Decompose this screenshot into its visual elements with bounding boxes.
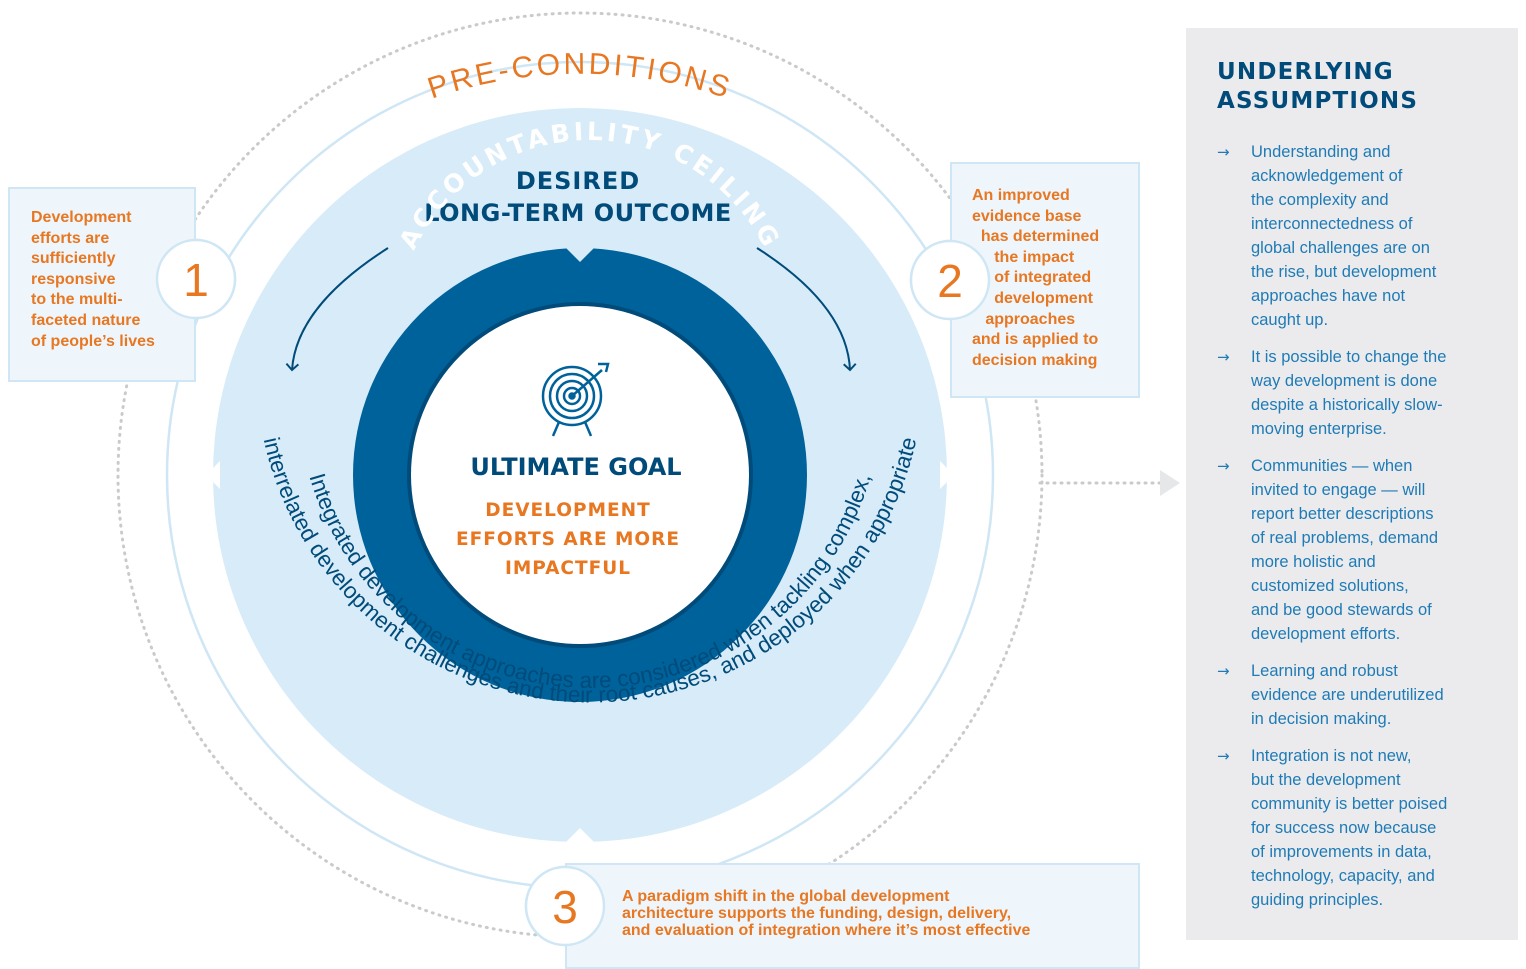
assumption-text-line: Understanding and <box>1251 143 1391 161</box>
precondition-2-text-line: and is applied to <box>972 331 1099 349</box>
ultimate-goal-title: ULTIMATE GOAL <box>470 453 681 481</box>
assumption-text-line: of improvements in data, <box>1251 843 1432 861</box>
precondition-1-text-line: to the multi- <box>31 291 123 309</box>
precondition-2-text-line: evidence base <box>972 207 1082 225</box>
precondition-1-text-line: Development <box>31 209 132 226</box>
arrow-right-icon: → <box>1217 457 1230 475</box>
assumption-item: → Integration is not new, but the developm… <box>1217 744 1518 912</box>
assumption-text-line: acknowledgement of <box>1251 167 1403 185</box>
assumption-text-line: the rise, but development <box>1251 263 1437 281</box>
precondition-1-text-line: responsive <box>31 270 116 288</box>
precondition-3-number-overlay: 3 <box>552 881 578 933</box>
precondition-3-text-line: and evaluation of integration where it’s… <box>622 922 1031 939</box>
assumption-text-line: interconnectedness of <box>1251 215 1413 233</box>
arrow-right-icon: → <box>1217 143 1230 161</box>
ultimate-goal-line: EFFORTS ARE MORE <box>456 529 680 550</box>
diagram-canvas: PRE-CONDITIONS DESIRED LONG-TERM OUTCOME… <box>116 11 1180 947</box>
assumptions-title: UNDERLYING ASSUMPTIONS <box>1217 58 1518 116</box>
arrow-right-icon: → <box>1217 662 1230 680</box>
assumptions-title-line1: UNDERLYING <box>1217 59 1394 85</box>
precondition-3-marker-overlay: 3 <box>524 865 606 947</box>
assumption-text-line: Learning and robust <box>1251 662 1398 680</box>
outcome-arrow-left <box>285 247 389 372</box>
assumption-text-line: Communities — when <box>1251 457 1413 475</box>
precondition-2-text-line: the impact <box>972 248 1075 266</box>
precondition-2-text-line: An improved <box>972 187 1070 204</box>
arrow-right-icon: → <box>1217 747 1230 765</box>
assumption-text-line: more holistic and <box>1251 553 1376 571</box>
assumption-item: → Learning and robust evidence are underut… <box>1217 659 1518 731</box>
precondition-2-text-line: approaches <box>972 310 1076 328</box>
assumption-text-line: customized solutions, <box>1251 577 1409 595</box>
precondition-1-marker-overlay: 1 <box>155 238 237 320</box>
assumption-item: → It is possible to change the way develop… <box>1217 345 1518 441</box>
assumption-text-line: invited to engage — will <box>1251 481 1426 499</box>
precondition-3-text-line: architecture supports the funding, desig… <box>622 905 1012 922</box>
assumption-text-line: of real problems, demand <box>1251 529 1439 547</box>
assumption-text-line: technology, capacity, and <box>1251 867 1435 885</box>
assumption-text-line: report better descriptions <box>1251 505 1434 523</box>
precondition-1-text-line: efforts are <box>31 229 110 247</box>
assumption-text-line: global challenges are on <box>1251 239 1430 257</box>
assumption-text-line: and be good stewards of <box>1251 601 1432 619</box>
precondition-2-text-line: development <box>972 289 1093 307</box>
ultimate-goal-core <box>407 302 753 648</box>
outcome-notch-left <box>206 461 220 489</box>
outcome-arrow-right <box>756 247 857 372</box>
target-icon <box>541 362 610 437</box>
precondition-1-text-line: sufficiently <box>31 250 116 268</box>
outcome-notch-bottom <box>566 828 594 842</box>
preconditions-label: PRE-CONDITIONS <box>424 48 737 106</box>
precondition-2-number-overlay: 2 <box>937 255 963 307</box>
assumptions-list: → Understanding and acknowledgement of the … <box>1217 140 1518 912</box>
assumption-text-line: evidence are underutilized <box>1251 686 1444 704</box>
assumption-text-line: caught up. <box>1251 311 1329 329</box>
ultimate-goal-line: DEVELOPMENT <box>485 500 651 521</box>
assumption-item: → Communities — when invited to engage — w… <box>1217 454 1518 646</box>
connector-arrow-icon <box>1160 470 1180 496</box>
assumption-item: → Understanding and acknowledgement of the … <box>1217 140 1518 332</box>
assumption-text-line: for success now because <box>1251 819 1437 837</box>
desired-outcome-title-line2: LONG-TERM OUTCOME <box>424 199 732 227</box>
precondition-3-box: A paradigm shift in the global developme… <box>565 863 1140 969</box>
assumption-text-line: development efforts. <box>1251 625 1401 643</box>
desired-outcome-title-line1: DESIRED <box>516 167 640 195</box>
precondition-1-text-line: of people’s lives <box>31 332 155 350</box>
underlying-assumptions-panel: UNDERLYING ASSUMPTIONS → Understanding an… <box>1186 28 1518 940</box>
assumption-text-line: way development is done <box>1251 372 1438 390</box>
outcome-notch-right <box>940 461 954 489</box>
precondition-2-text-line: of integrated <box>972 269 1092 287</box>
ultimate-goal-line: IMPACTFUL <box>505 558 631 579</box>
precondition-2-text-line: decision making <box>972 351 1098 369</box>
assumption-text-line: the complexity and <box>1251 191 1389 209</box>
outer-dotted-ring <box>116 11 1044 939</box>
precondition-3-text-line: A paradigm shift in the global developme… <box>622 888 950 905</box>
assumption-text-line: but the development <box>1251 771 1401 789</box>
precondition-2-text-line: has determined <box>972 228 1100 246</box>
ring-notch <box>566 248 594 262</box>
assumption-text-line: It is possible to change the <box>1251 348 1447 366</box>
assumptions-title-line2: ASSUMPTIONS <box>1217 88 1419 114</box>
arrow-right-icon: → <box>1217 348 1230 366</box>
assumption-text-line: despite a historically slow- <box>1251 396 1443 414</box>
assumption-text-line: moving enterprise. <box>1251 420 1387 438</box>
ultimate-goal-text: DEVELOPMENT EFFORTS ARE MORE IMPACTFUL <box>456 500 680 579</box>
assumption-text-line: in decision making. <box>1251 710 1392 728</box>
assumption-text-line: Integration is not new, <box>1251 747 1412 765</box>
assumption-text-line: community is better poised <box>1251 795 1448 813</box>
preconditions-label-path: PRE-CONDITIONS <box>424 48 734 106</box>
precondition-1-text-line: faceted nature <box>31 311 141 329</box>
assumption-text-line: guiding principles. <box>1251 891 1384 909</box>
assumption-text-line: approaches have not <box>1251 287 1406 305</box>
precondition-1-number-overlay: 1 <box>183 254 209 306</box>
precondition-2-marker-overlay: 2 <box>909 239 991 321</box>
